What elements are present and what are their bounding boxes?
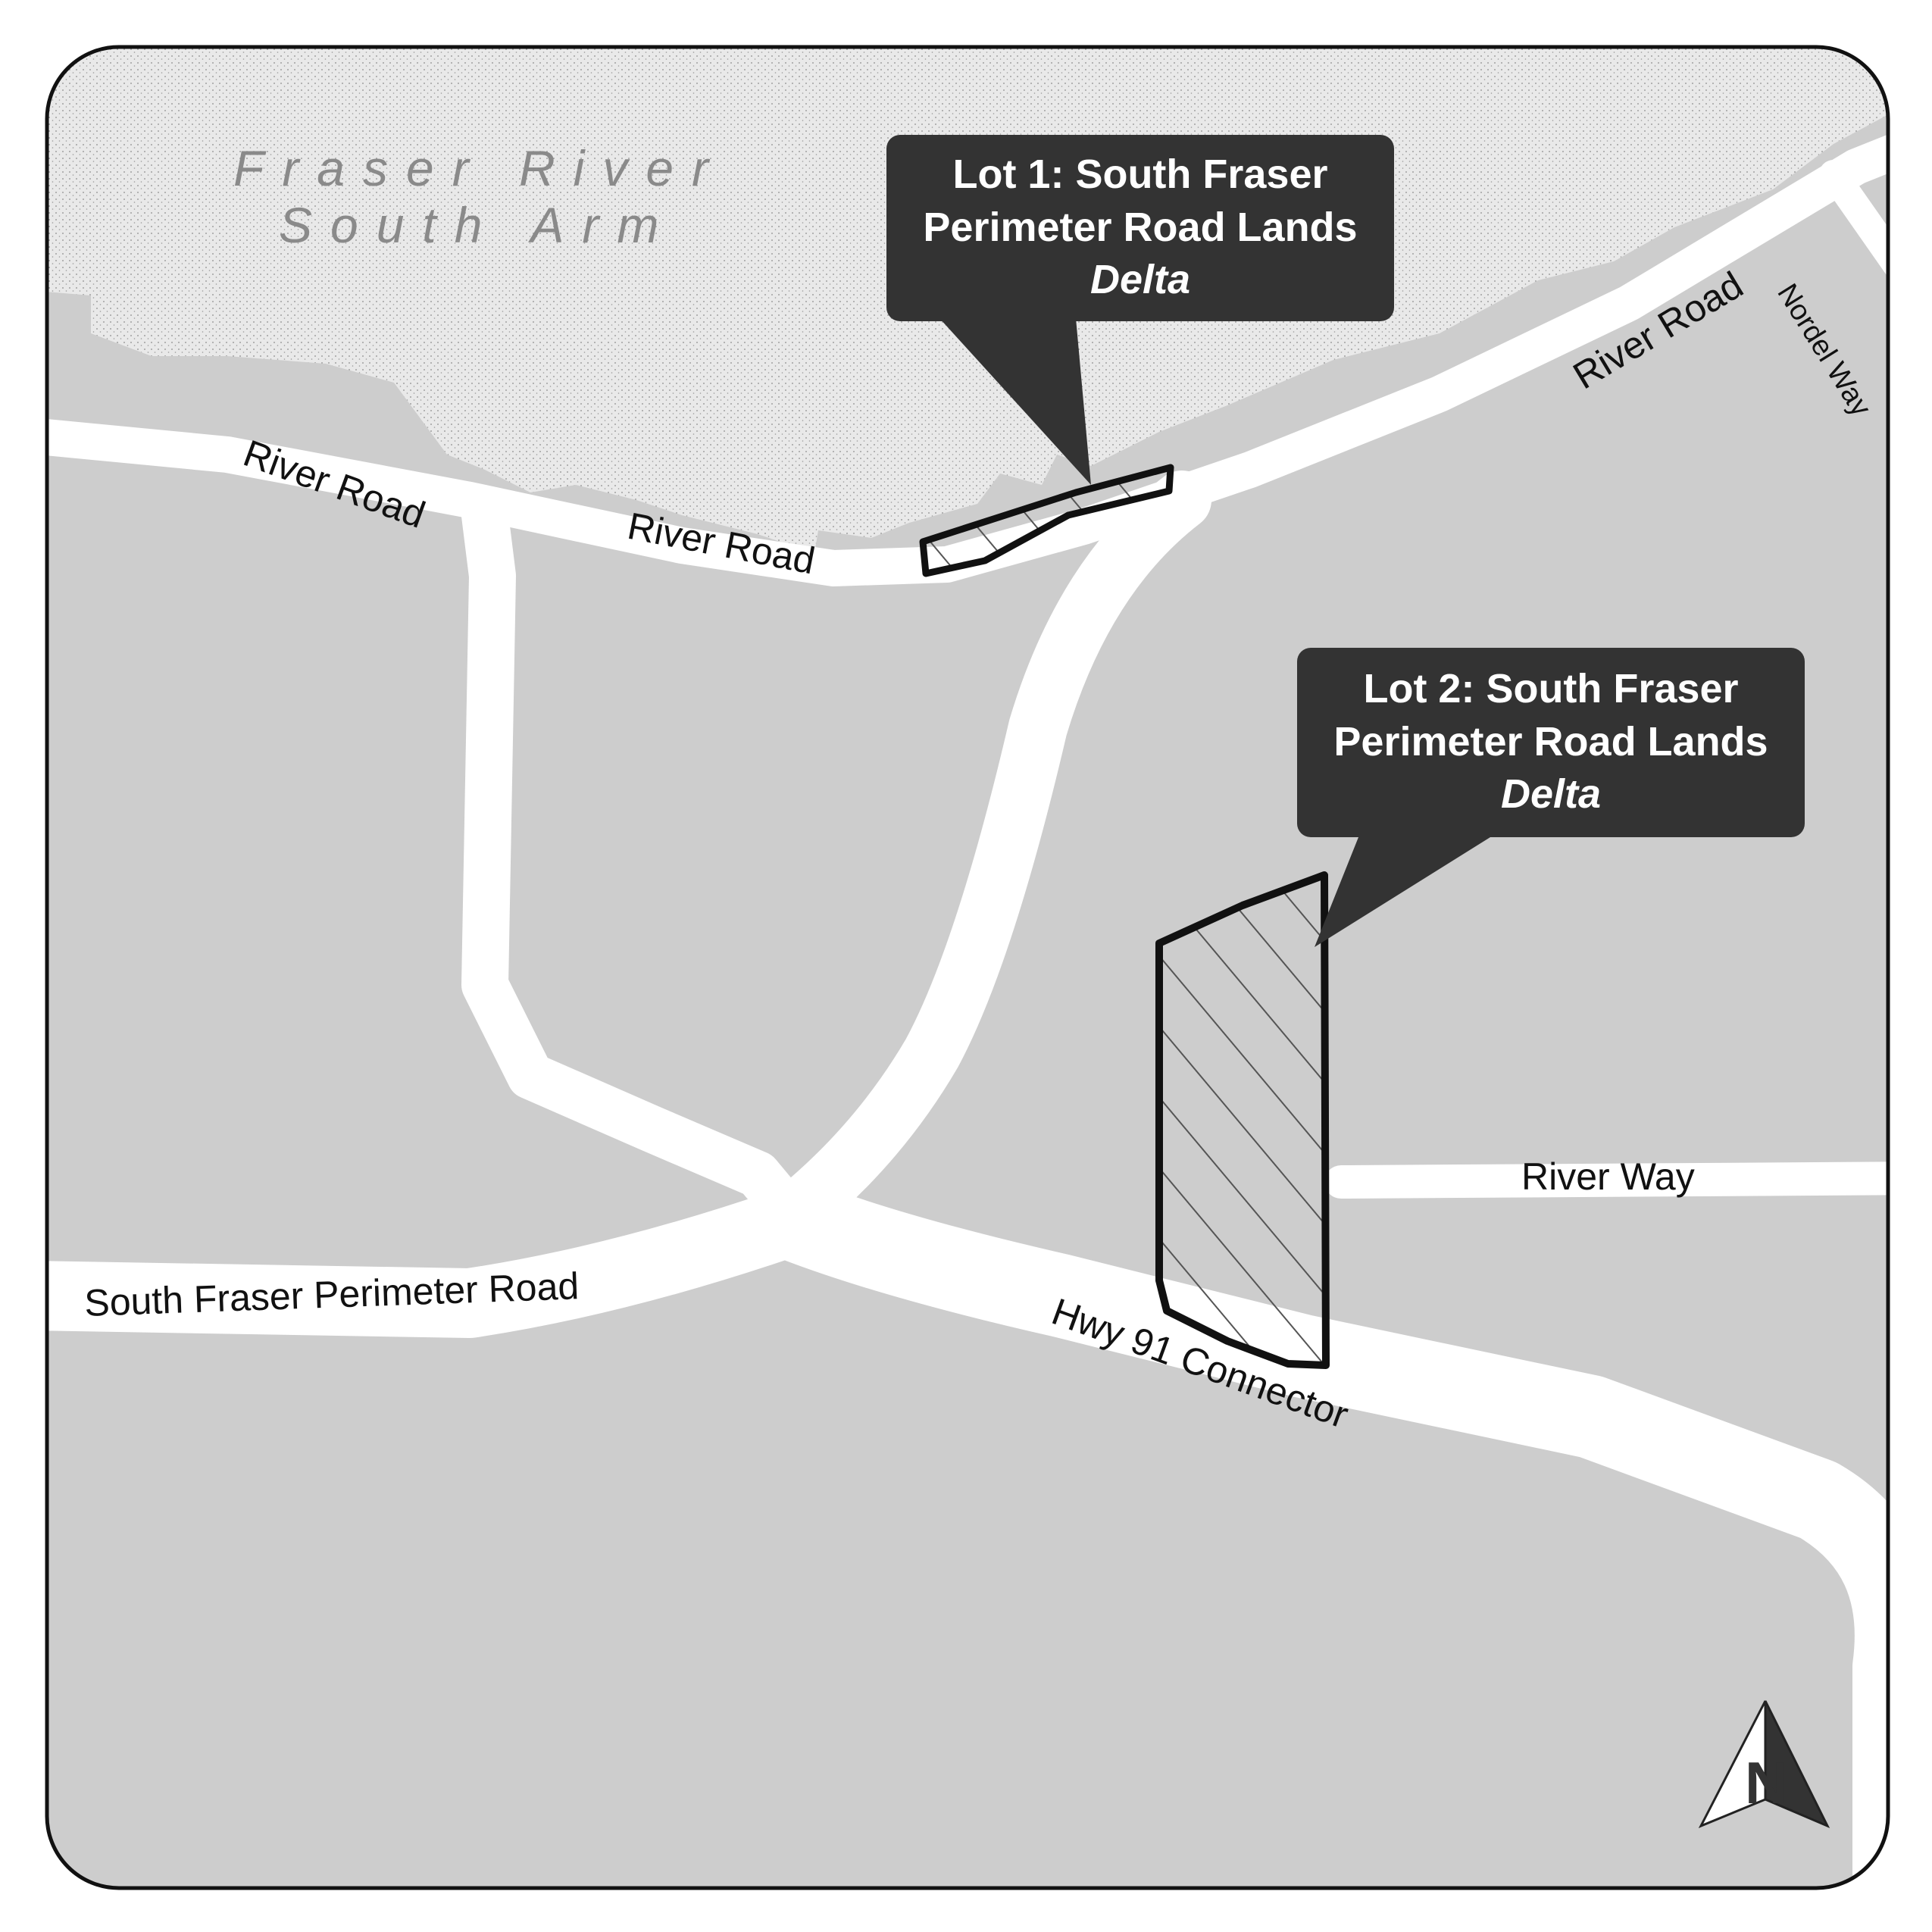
lot-2-callout-pointer	[1315, 833, 1496, 947]
lot-1-parcel	[919, 464, 1174, 577]
river-way-road	[1324, 1161, 1888, 1199]
lot-1-callout-box	[886, 135, 1394, 321]
river-way-label: River Way	[1521, 1155, 1695, 1198]
lot-2-title: Lot 2: South Fraser	[1363, 666, 1738, 711]
water-label-line1: Fraser River	[233, 140, 727, 196]
map-frame	[45, 45, 1890, 1890]
roads	[47, 103, 1888, 1888]
south-fraser-perimeter-road	[47, 1185, 830, 1338]
lot-2-municipality: Delta	[1501, 771, 1601, 817]
north-arrow-icon: N	[1698, 1700, 1830, 1828]
lot-1-municipality: Delta	[1090, 257, 1190, 302]
lot-1-title: Lot 1: South Fraser	[952, 152, 1327, 197]
lot-2-subtitle: Perimeter Road Lands	[1333, 719, 1768, 764]
hwy-91-connector	[754, 1178, 1888, 1888]
north-arrow-letter: N	[1745, 1749, 1787, 1816]
west-connector-road	[461, 492, 819, 1243]
lot-1-callout: Lot 1: South Fraser Perimeter Road Lands…	[886, 135, 1394, 485]
lot-1-subtitle: Perimeter Road Lands	[923, 205, 1357, 250]
lot-2-parcel	[1155, 871, 1330, 1369]
interchange-ramp	[766, 470, 1211, 1242]
lot-2-callout: Lot 2: South Fraser Perimeter Road Lands…	[1297, 648, 1805, 947]
lot-1-callout-pointer	[939, 318, 1091, 485]
water-label-line2: South Arm	[279, 197, 677, 253]
lot-2-callout-box	[1297, 648, 1805, 837]
